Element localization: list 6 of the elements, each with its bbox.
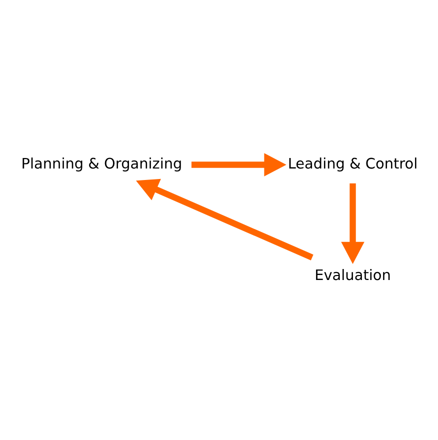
node-text: Evaluation	[314, 268, 391, 284]
arrow	[341, 182, 364, 264]
node-text: Planning & Organizing	[21, 156, 182, 172]
arrow	[191, 152, 286, 176]
arrow	[136, 178, 314, 260]
node-text: Leading & Control	[288, 156, 418, 172]
